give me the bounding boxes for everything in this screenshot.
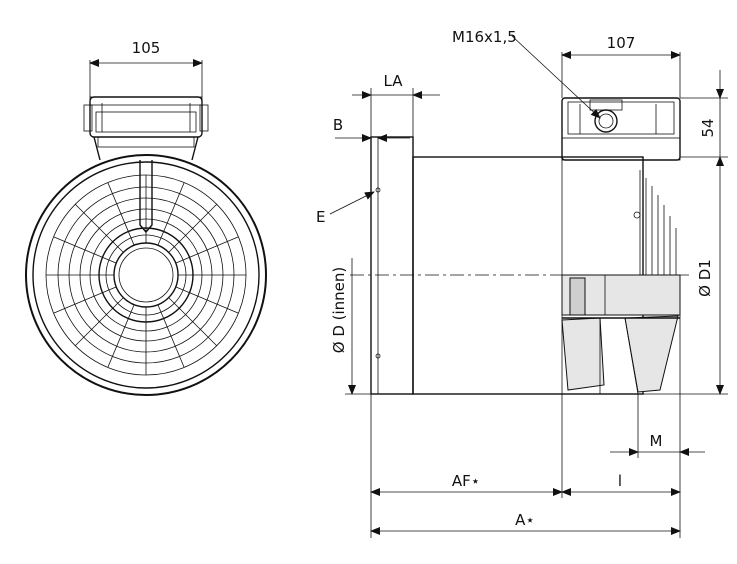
guard-spokes (46, 175, 246, 375)
label-thread: M16x1,5 (452, 28, 517, 46)
dim-d1: Ø D1 (696, 259, 714, 297)
label-e: E (316, 208, 325, 226)
front-outer-ring (25, 154, 267, 396)
dim-box-height: 54 (699, 118, 717, 137)
side-view: M16x1,5 107 54 Ø D1 LA B E Ø D (316, 28, 728, 538)
front-terminal-box (89, 96, 203, 138)
dim-af: AF⋆ (452, 472, 480, 490)
front-hub (113, 242, 179, 308)
cable-gland (594, 109, 618, 133)
dim-front-width: 105 (132, 39, 161, 57)
impeller-blade (561, 317, 605, 391)
dim-d-inner: Ø D (innen) (330, 267, 348, 354)
dim-la: LA (384, 72, 404, 90)
cooling-fins (639, 170, 677, 275)
dim-b: B (333, 116, 343, 134)
dim-m: M (650, 432, 663, 450)
dim-box-width: 107 (607, 34, 636, 52)
inlet-ring (370, 136, 414, 395)
dim-l: l (618, 472, 622, 490)
front-view: 105 (25, 39, 267, 396)
dim-a: A⋆ (515, 511, 535, 529)
